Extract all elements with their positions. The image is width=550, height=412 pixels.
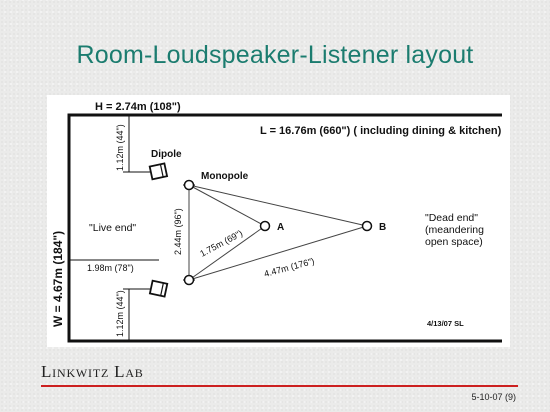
page-reference: 5-10-07 (9) [471, 392, 516, 402]
monopole-label: Monopole [201, 171, 249, 182]
top-offset-label: 1.12m (44") [115, 124, 125, 171]
slide-title: Room-Loudspeaker-Listener layout [76, 41, 474, 69]
dipole-speaker-top [148, 162, 169, 181]
line-top-speaker-to-b [188, 184, 368, 227]
listener-b-label: B [379, 222, 386, 233]
line-bottom-speaker-to-a [188, 225, 266, 281]
lab-name: Linkwitz Lab [41, 362, 144, 381]
front-distance-label: 1.98m (78") [87, 263, 134, 273]
dipole-label: Dipole [151, 149, 182, 160]
listener-b-marker [361, 220, 373, 232]
dead-end-label-line3: open space) [425, 236, 483, 248]
dipole-speaker-bottom [148, 279, 169, 298]
monopole-speaker-top [183, 179, 195, 191]
date-label: 4/13/07 SL [427, 319, 464, 328]
listener-a-marker [259, 220, 271, 232]
line-top-speaker-to-a [188, 184, 266, 227]
dead-end-label-line1: "Dead end" [425, 212, 478, 224]
monopole-speaker-bottom [183, 274, 195, 286]
live-end-label: "Live end" [89, 222, 136, 234]
width-label: W = 4.67m (184") [51, 231, 65, 327]
footer-divider [41, 385, 518, 387]
room-wall-outline [67, 113, 502, 343]
bottom-offset-label: 1.12m (44") [115, 290, 125, 337]
listener-a-label: A [277, 222, 284, 233]
listener-b-distance-label: 4.47m (176") [263, 256, 316, 279]
room-layout-svg: H = 2.74m (108") L = 16.76m (660") ( inc… [51, 101, 502, 343]
dead-end-label-line2: (meandering [425, 224, 484, 236]
listener-a-distance-label: 1.75m (69") [198, 228, 244, 259]
room-layout-diagram: H = 2.74m (108") L = 16.76m (660") ( inc… [47, 95, 510, 347]
speaker-spacing-label: 2.44m (96") [173, 208, 183, 255]
length-label: L = 16.76m (660") ( including dining & k… [260, 125, 502, 137]
line-bottom-speaker-to-b [188, 225, 368, 281]
height-label: H = 2.74m (108") [95, 101, 181, 113]
